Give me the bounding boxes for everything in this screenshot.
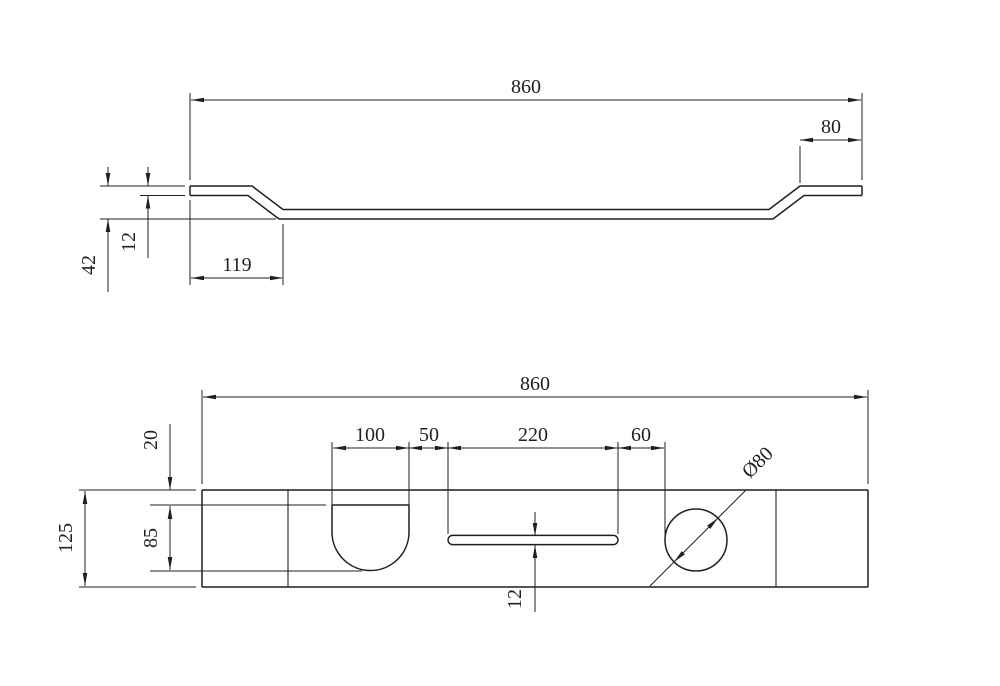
dim-side-heights: 42 12 xyxy=(78,167,276,292)
dim-plan-overall: 860 xyxy=(201,373,869,484)
dim-label-side-overall: 860 xyxy=(511,76,541,98)
arrowhead xyxy=(191,97,204,103)
arrowhead xyxy=(448,445,461,451)
dim-plan-feature-chain: 100 50 220 60 xyxy=(331,424,666,536)
dim-cutout-vertical: 20 85 xyxy=(140,424,362,572)
arrowhead xyxy=(618,445,631,451)
dim-label-cutout-width: 100 xyxy=(355,424,385,446)
arrowhead xyxy=(532,545,538,558)
dim-side-left-bend: 119 xyxy=(189,200,284,285)
arrowhead xyxy=(145,195,151,209)
round-hole xyxy=(664,508,728,572)
arrowhead xyxy=(105,219,111,232)
arrowhead xyxy=(191,275,204,281)
d-cutout xyxy=(331,504,410,572)
arrowhead xyxy=(203,394,216,400)
dim-label-cutout-height: 85 xyxy=(140,528,162,548)
dim-label-right-flat: 80 xyxy=(821,116,841,138)
dim-label-plate-width: 125 xyxy=(55,523,77,553)
dim-side-right-flat: 80 xyxy=(799,116,861,183)
cutout-arc xyxy=(331,531,410,572)
slot xyxy=(447,534,619,546)
arrowhead xyxy=(605,445,618,451)
side-view: 860 80 42 12 xyxy=(78,76,863,292)
dim-label-slot-length: 220 xyxy=(518,424,548,446)
arrowhead xyxy=(848,97,861,103)
arrowhead xyxy=(800,137,813,143)
arrowhead xyxy=(145,173,151,186)
strip-bottom-edge xyxy=(190,194,862,220)
leader-line xyxy=(649,489,747,587)
arrowhead xyxy=(333,445,346,451)
dim-label-top-offset: 20 xyxy=(140,430,162,450)
plan-view: 860 100 50 220 60 xyxy=(55,373,869,612)
dim-plate-width: 125 xyxy=(55,489,196,588)
arrowhead xyxy=(848,137,861,143)
arrowhead xyxy=(707,518,718,529)
dim-side-overall: 860 xyxy=(189,76,863,180)
dim-label-hole-diameter: Ø80 xyxy=(738,443,778,483)
dim-label-gap-cutout-slot: 50 xyxy=(419,424,439,446)
dim-label-total-height: 42 xyxy=(78,255,100,275)
arrowhead xyxy=(167,477,173,490)
dim-label-plan-overall: 860 xyxy=(520,373,550,395)
arrowhead xyxy=(651,445,664,451)
arrowhead xyxy=(105,173,111,186)
dim-label-thickness: 12 xyxy=(118,232,140,252)
arrowhead xyxy=(854,394,867,400)
arrowhead xyxy=(532,523,538,536)
arrowhead xyxy=(409,445,422,451)
arrowhead xyxy=(167,506,173,519)
arrowhead xyxy=(674,551,685,562)
arrowhead xyxy=(82,573,88,586)
dim-label-left-bend: 119 xyxy=(222,254,251,276)
strip-top-edge xyxy=(190,185,862,211)
arrowhead xyxy=(396,445,409,451)
dim-label-gap-slot-hole: 60 xyxy=(631,424,651,446)
dim-slot-width: 12 xyxy=(504,512,538,612)
arrowhead xyxy=(270,275,283,281)
arrowhead xyxy=(82,491,88,504)
dim-label-slot-width: 12 xyxy=(504,589,526,609)
arrowhead xyxy=(435,445,448,451)
arrowhead xyxy=(167,557,173,570)
